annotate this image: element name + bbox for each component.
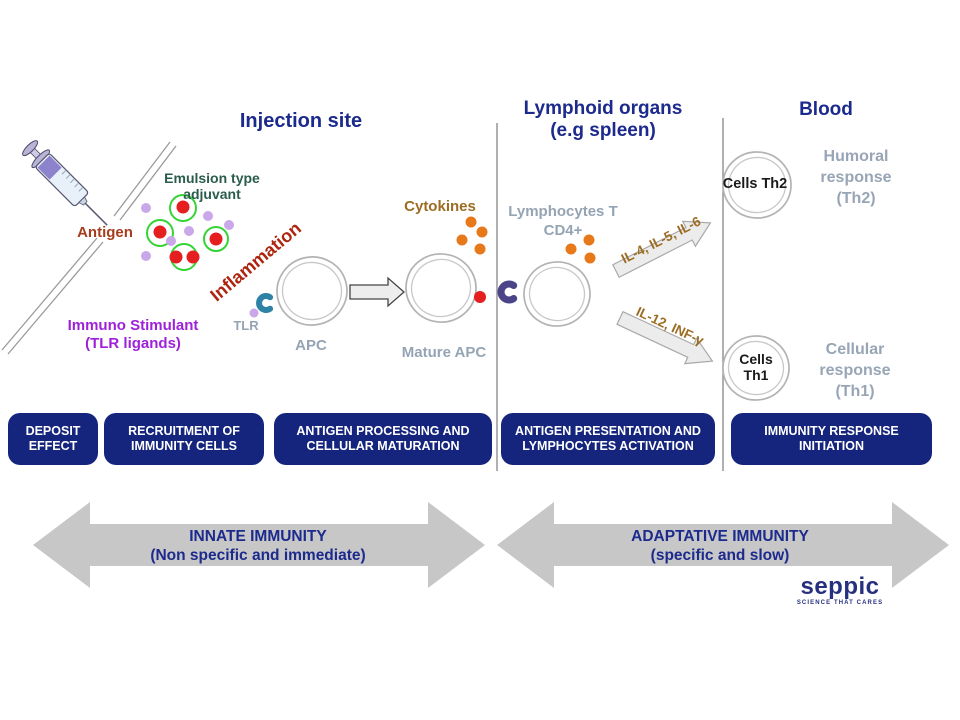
process-box-antigen-presentation: ANTIGEN PRESENTATION AND LYMPHOCYTES ACT…	[501, 413, 715, 465]
seppic-wordmark: seppic	[800, 573, 880, 600]
cells-th2-label: Cells Th2	[722, 176, 788, 192]
cytokines-label: Cytokines	[404, 198, 476, 215]
th1-cell	[722, 335, 790, 401]
lymphoid-organs-title: Lymphoid organs (e.g spleen)	[523, 98, 683, 141]
antigen-label: Antigen	[77, 224, 133, 241]
emulsion-droplets	[141, 194, 234, 271]
immunostimulant-dots	[141, 203, 234, 261]
mature-apc-label: Mature APC	[401, 344, 487, 361]
adaptative-immunity-arrow	[497, 502, 949, 588]
maturation-arrow-icon	[349, 276, 405, 308]
th2-pathway-arrow-icon	[612, 220, 712, 279]
innate-immunity-arrow	[33, 502, 485, 588]
blood-title: Blood	[799, 99, 853, 120]
tlr-label: TLR	[233, 318, 259, 333]
th2-cell	[722, 151, 792, 219]
process-box-immunity-initiation: IMMUNITY RESPONSE INITIATION	[731, 413, 932, 465]
innate-immunity-label: INNATE IMMUNITY (Non specific and immedi…	[150, 528, 366, 564]
tlr-receptor-icon	[256, 293, 274, 313]
antigen-dot	[474, 291, 486, 303]
cells-th1-label: Cells Th1	[739, 351, 773, 383]
injection-site-title: Injection site	[239, 110, 363, 132]
cellular-response-label: Cellular response (Th1)	[819, 341, 891, 400]
lymphocyte-cell	[523, 261, 591, 327]
mature-apc-cell	[405, 253, 486, 323]
seppic-tagline: SCIENCE THAT CARES	[796, 600, 884, 606]
apc-label: APC	[295, 337, 327, 354]
humoral-response-label: Humoral response (Th2)	[820, 148, 892, 207]
cytokine-dots-lymphoid	[565, 234, 596, 264]
syringe-icon	[22, 140, 108, 226]
process-box-antigen-processing: ANTIGEN PROCESSING AND CELLULAR MATURATI…	[274, 413, 492, 465]
th1-pathway-arrow-icon	[616, 310, 714, 365]
immuno-stimulant-label: Immuno Stimulant (TLR ligands)	[67, 317, 199, 352]
seppic-logo: seppic SCIENCE THAT CARES	[792, 573, 888, 607]
tcr-receptor-icon	[497, 280, 518, 304]
adaptative-immunity-label: ADAPTATIVE IMMUNITY (specific and slow)	[631, 528, 809, 564]
stimulant-dot	[249, 308, 259, 318]
process-box-deposit-effect: DEPOSIT EFFECT	[8, 413, 98, 465]
skin-lines	[1, 141, 177, 355]
cytokine-dots	[456, 216, 488, 255]
process-box-recruitment: RECRUITMENT OF IMMUNITY CELLS	[104, 413, 264, 465]
antigen-dots	[153, 200, 223, 264]
emulsion-adjuvant-label: Emulsion type adjuvant	[164, 170, 260, 202]
lymphocytes-label: Lymphocytes T CD4+	[508, 203, 618, 239]
apc-cell	[276, 256, 348, 326]
